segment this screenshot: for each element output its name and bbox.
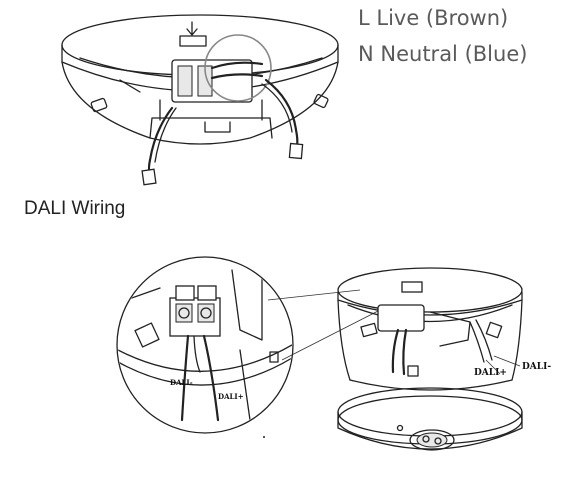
zoom-dali-minus-label: DALI- — [170, 378, 193, 387]
live-wire-label: L Live (Brown) — [358, 6, 509, 30]
dali-wiring-label: DALI Wiring — [24, 198, 126, 219]
installed-fixture — [337, 267, 523, 451]
terminal-highlight-circle — [204, 34, 272, 102]
top-fixture-base — [61, 14, 339, 186]
fixture-dali-minus-label: DALI- — [522, 362, 552, 372]
neutral-wire-label: N Neutral (Blue) — [358, 42, 528, 66]
terminal-zoom-view — [116, 256, 381, 434]
zoom-dali-plus-label: DALI+ — [218, 392, 244, 401]
fixture-dali-plus-label: DALI+ — [474, 368, 507, 378]
